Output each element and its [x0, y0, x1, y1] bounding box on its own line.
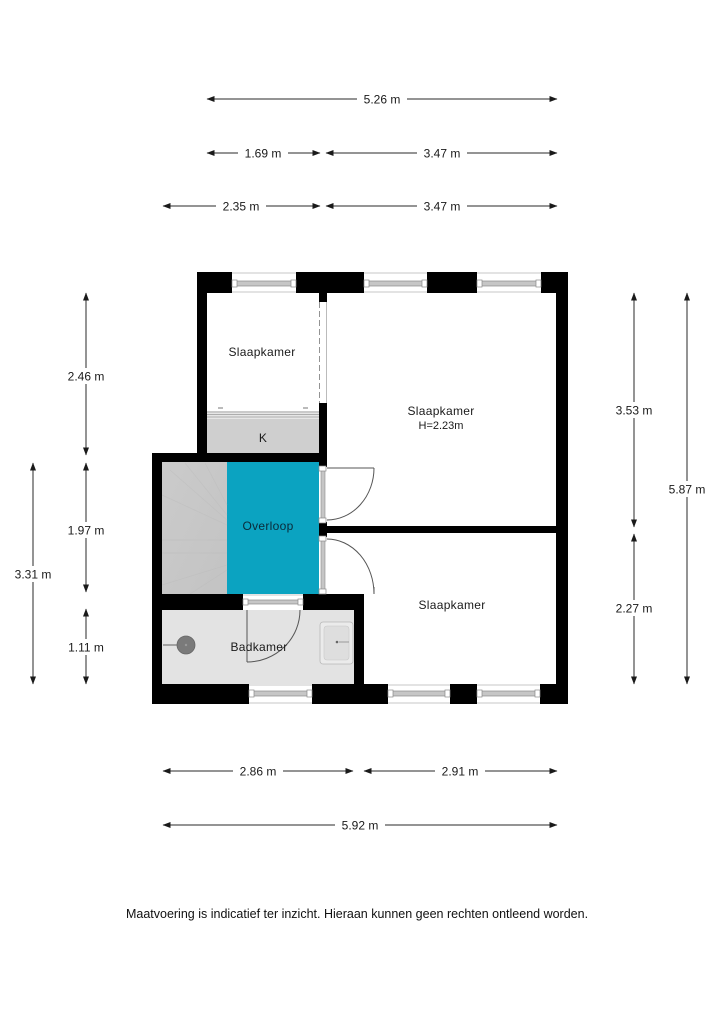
dimension-top-row2-left: 1.69 m [206, 145, 321, 161]
dimension-right-lower: 2.27 m [608, 533, 660, 685]
dimension-bottom-right: 2.91 m [363, 763, 558, 779]
room-label-bathroom: Badkamer [230, 640, 287, 654]
wall-left-upper [197, 272, 207, 462]
window-top-main-bedroom-1 [363, 272, 428, 293]
room-label-landing: Overloop [242, 519, 293, 533]
room-label-small-bedroom: Slaapkamer [228, 345, 295, 359]
dimension-left-lower: 1.11 m [60, 608, 112, 685]
dimension-label: 2.86 m [240, 765, 277, 779]
dimension-top-total: 5.26 m [206, 91, 558, 107]
dimension-left-upper: 2.46 m [60, 292, 112, 456]
dimension-label: 3.47 m [424, 147, 461, 161]
sink-icon [319, 621, 354, 665]
wall-left-lower [152, 453, 162, 704]
window-bottom-rear-bedroom-2 [476, 684, 541, 704]
window-bottom-bathroom [248, 684, 313, 704]
door-bathroom [242, 594, 304, 663]
dimension-right-upper: 3.53 m [608, 292, 660, 528]
doors [242, 465, 375, 663]
dimension-bottom-total: 5.92 m [162, 817, 558, 833]
disclaimer-text: Maatvoering is indicatief ter inzicht. H… [126, 907, 588, 921]
dimension-label: 1.11 m [68, 641, 104, 655]
room-label-main-bedroom: Slaapkamer [407, 404, 474, 418]
door-main-bedroom [318, 465, 375, 524]
dimension-label: 5.87 m [669, 483, 706, 497]
top-dimensions: 5.26 m 1.69 m 3.47 m 2.35 m 3.47 m [162, 91, 558, 214]
wall-step [152, 453, 327, 462]
wall-right [556, 272, 568, 704]
dimension-label: 5.26 m [364, 93, 401, 107]
staircase [161, 462, 228, 595]
right-dimensions: 3.53 m 2.27 m 5.87 m [608, 292, 713, 685]
room-height-main-bedroom: H=2.23m [419, 420, 464, 432]
floor-drain-icon [163, 635, 196, 655]
dimension-label: 3.53 m [616, 404, 653, 418]
sliding-door [319, 302, 327, 403]
dimension-left-middle: 1.97 m [60, 462, 112, 593]
storage-floor [207, 418, 319, 454]
dimension-top-row3-right: 3.47 m [325, 198, 558, 214]
dimension-top-row3-left: 2.35 m [162, 198, 321, 214]
wall-bathroom-right [354, 594, 364, 704]
door-rear-bedroom [318, 535, 375, 595]
wardrobe-sliding-rail [207, 407, 319, 419]
dimension-label: 1.97 m [68, 524, 105, 538]
room-label-rear-bedroom: Slaapkamer [418, 598, 485, 612]
dimension-label: 2.46 m [68, 370, 105, 384]
room-label-storage: K [259, 431, 267, 445]
windows [231, 272, 542, 704]
window-bottom-rear-bedroom-1 [387, 684, 451, 704]
left-dimensions: 2.46 m 1.97 m 1.11 m 3.31 m [7, 292, 112, 685]
dimension-label: 1.69 m [245, 147, 282, 161]
room-labels: Slaapkamer K Slaapkamer H=2.23m Overloop… [228, 345, 485, 654]
room-floors [162, 293, 556, 684]
dimension-bottom-left: 2.86 m [162, 763, 354, 779]
rear-bedroom-floor [364, 533, 556, 684]
dimension-right-total: 5.87 m [661, 292, 713, 685]
dimension-top-row2-right: 3.47 m [325, 145, 558, 161]
landing-floor [227, 462, 319, 594]
main-bedroom-floor [327, 293, 556, 526]
wall-partition-horizontal [319, 526, 556, 533]
bathroom-fixtures [163, 621, 354, 665]
dimension-left-outer: 3.31 m [7, 462, 59, 685]
stairs-floor [162, 462, 227, 594]
dimension-label: 2.35 m [223, 200, 260, 214]
bottom-dimensions: 2.86 m 2.91 m 5.92 m [162, 763, 558, 833]
dimension-label: 5.92 m [342, 819, 379, 833]
wall-partition-vertical [319, 293, 327, 594]
window-top-main-bedroom-2 [476, 272, 542, 293]
dimension-label: 2.27 m [616, 602, 653, 616]
dimension-label: 2.91 m [442, 765, 479, 779]
window-top-small-bedroom [231, 272, 297, 293]
dimension-label: 3.31 m [15, 568, 52, 582]
dimension-label: 3.47 m [424, 200, 461, 214]
small-bedroom-floor [207, 293, 319, 413]
